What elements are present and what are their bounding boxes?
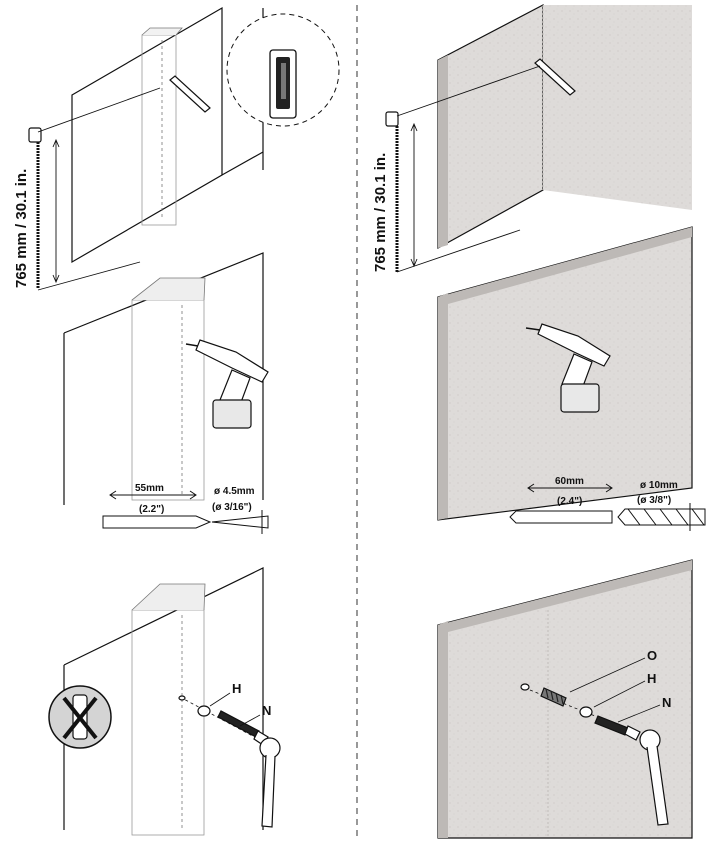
right-drill-depth: 60mm (555, 476, 584, 487)
right-part-n: N (662, 695, 671, 710)
right-pencil-icon (534, 58, 576, 96)
left-hardware (178, 695, 281, 828)
left-drill-diameter: ø 4.5mm (214, 486, 255, 497)
left-step1-panel (71, 6, 264, 264)
no-anchor-sign-icon (48, 685, 112, 749)
bracket-detail-magnifier (226, 13, 340, 127)
left-drill-depth-in: (2.2") (139, 504, 164, 515)
right-hardware (520, 683, 669, 826)
right-drill-diameter: ø 10mm (640, 480, 678, 491)
right-part-h: H (647, 671, 656, 686)
left-step3-panel (63, 567, 264, 836)
measuring-tape-icon (28, 87, 161, 291)
right-part-o: O (647, 648, 657, 663)
right-drill-bit-diagram (509, 483, 706, 531)
right-drill-depth-in: (2.4") (557, 496, 582, 507)
right-drill-diameter-in: (ø 3/8") (637, 495, 671, 506)
left-drill-depth: 55mm (135, 483, 164, 494)
right-step2-wall (437, 226, 693, 521)
right-measuring-tape-icon (385, 65, 541, 273)
left-part-n: N (262, 703, 271, 718)
left-step2-panel (63, 252, 264, 505)
pencil-icon (169, 75, 211, 113)
left-drill-diameter-in: (ø 3/16") (212, 502, 252, 513)
right-step1-wall (437, 4, 692, 250)
left-height-label: 765 mm / 30.1 in. (13, 169, 30, 288)
right-height-label: 765 mm / 30.1 in. (372, 153, 389, 272)
drill-icon (185, 339, 269, 429)
right-drill-icon (525, 323, 611, 413)
left-part-h: H (232, 681, 241, 696)
drill-bit-diagram (102, 490, 269, 534)
